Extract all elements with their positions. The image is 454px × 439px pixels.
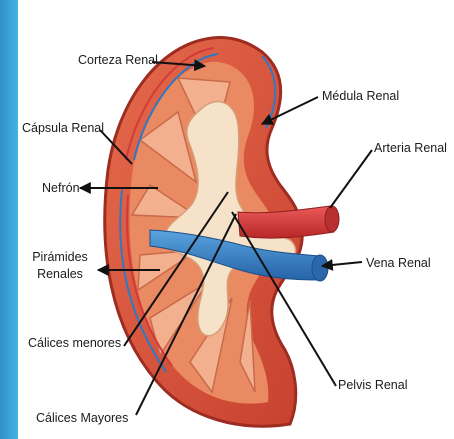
label-piramides-line1: Pirámides: [28, 249, 92, 266]
label-arteria-renal: Arteria Renal: [374, 141, 447, 155]
label-corteza-renal: Corteza Renal: [78, 53, 158, 67]
label-piramides-line2: Renales: [28, 266, 92, 283]
label-pelvis-renal: Pelvis Renal: [338, 378, 407, 392]
leader-arteria: [330, 150, 372, 208]
label-calices-menores: Cálices menores: [28, 336, 121, 350]
label-nefron: Nefrón: [42, 181, 80, 195]
renal-vein-opening: [312, 255, 328, 281]
label-vena-renal: Vena Renal: [366, 256, 431, 270]
renal-artery-opening: [325, 206, 339, 232]
label-calices-mayores: Cálices Mayores: [36, 411, 128, 425]
label-piramides-renales: Pirámides Renales: [28, 249, 92, 283]
label-medula-renal: Médula Renal: [322, 89, 399, 103]
label-capsula-renal: Cápsula Renal: [22, 121, 104, 135]
